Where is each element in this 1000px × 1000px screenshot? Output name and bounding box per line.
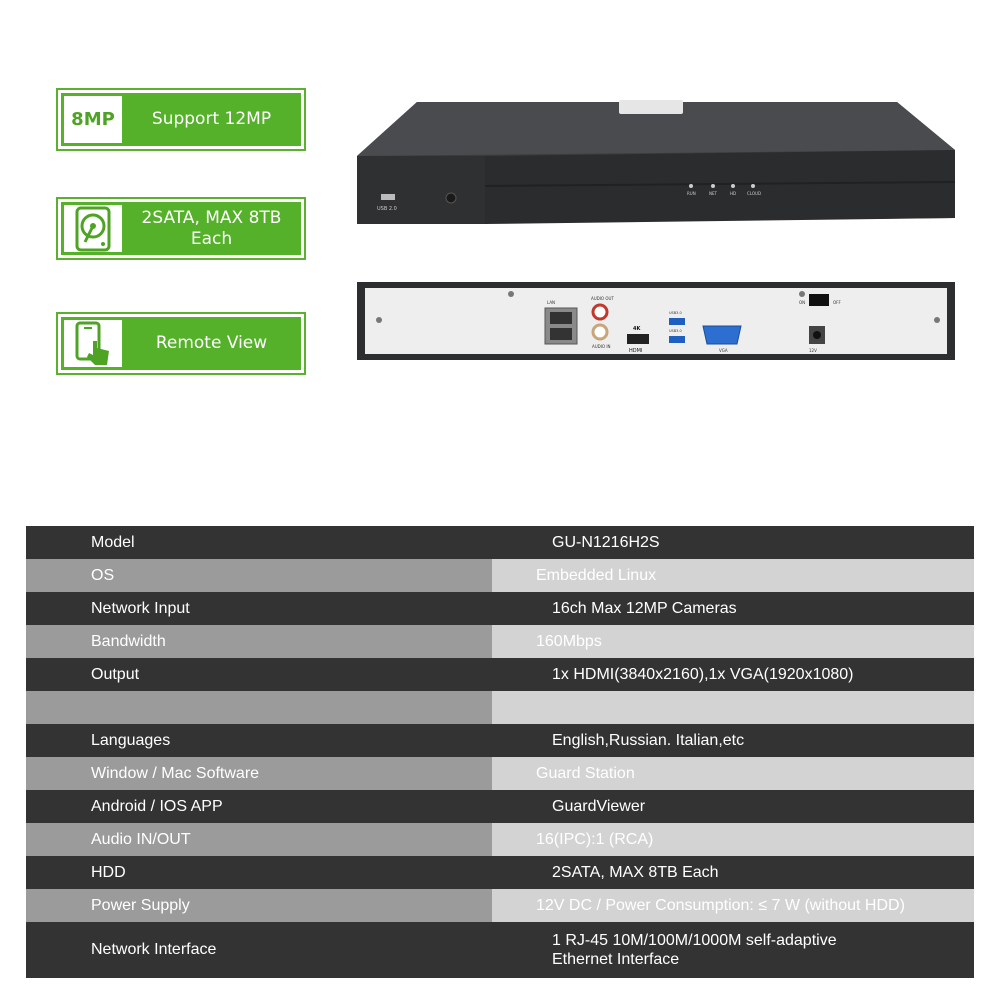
feature-badge-remote-view: Remote View bbox=[56, 312, 306, 375]
spec-row-hdd: HDD 2SATA, MAX 8TB Each bbox=[26, 856, 974, 889]
spec-row-audio: Audio IN/OUT 16(IPC):1 (RCA) bbox=[26, 823, 974, 856]
spec-row-bandwidth: Bandwidth 160Mbps bbox=[26, 625, 974, 658]
rear-audio-out-label: AUDIO OUT bbox=[591, 296, 614, 301]
spec-value: GU-N1216H2S bbox=[508, 526, 974, 559]
spec-value: 1 RJ-45 10M/100M/1000M self-adaptive Eth… bbox=[508, 922, 974, 978]
rear-vga-label: VGA bbox=[719, 348, 728, 353]
badge-label-line: 2SATA, MAX 8TB bbox=[141, 207, 282, 228]
front-led-label: CLOUD bbox=[747, 191, 761, 196]
rear-power-on-label: ON bbox=[799, 300, 805, 305]
rear-power-off-label: OFF bbox=[833, 300, 841, 305]
spec-label: Model bbox=[26, 526, 508, 559]
badge-label-line: Support 12MP bbox=[151, 109, 272, 129]
nvr-front-svg: USB 2.0 RUN NET HD CLOUD bbox=[357, 100, 956, 224]
badge-8mp-text: 8MP bbox=[71, 109, 115, 130]
badge-label-line: Remote View bbox=[155, 333, 268, 353]
feature-badge-hdd: 2SATA, MAX 8TB Each bbox=[56, 197, 306, 260]
rear-dc-label: 12V bbox=[809, 348, 817, 353]
badge-label: Support 12MP bbox=[122, 93, 301, 146]
phone-touch-icon bbox=[64, 320, 122, 367]
spec-row-mobile-app: Android / IOS APP GuardViewer bbox=[26, 790, 974, 823]
front-led-label: HD bbox=[730, 191, 736, 196]
spec-label: Window / Mac Software bbox=[26, 757, 492, 790]
spec-value: 2SATA, MAX 8TB Each bbox=[508, 856, 974, 889]
feature-badge-8mp: 8MP Support 12MP bbox=[56, 88, 306, 151]
spec-label: Languages bbox=[26, 724, 508, 757]
spec-value: 16ch Max 12MP Cameras bbox=[508, 592, 974, 625]
spec-label: Bandwidth bbox=[26, 625, 492, 658]
spec-table: Model GU-N1216H2S OS Embedded Linux Netw… bbox=[26, 526, 974, 978]
spec-value: Guard Station bbox=[492, 757, 974, 790]
spec-value: 160Mbps bbox=[492, 625, 974, 658]
spec-row-languages: Languages English,Russian. Italian,etc bbox=[26, 724, 974, 757]
spec-label: HDD bbox=[26, 856, 508, 889]
spec-value: 16(IPC):1 (RCA) bbox=[492, 823, 974, 856]
spec-label: Network Interface bbox=[26, 922, 508, 978]
spec-label: OS bbox=[26, 559, 492, 592]
spec-row-empty bbox=[26, 691, 974, 724]
spec-value-line: Ethernet Interface bbox=[552, 951, 680, 968]
front-led-label: RUN bbox=[687, 191, 696, 196]
nvr-rear-view: LAN AUDIO OUT AUDIO IN 4K HDMI USB3.0 US… bbox=[357, 282, 955, 365]
spec-value: 12V DC / Power Consumption: ≤ 7 W (witho… bbox=[492, 889, 974, 922]
spec-value: 1x HDMI(3840x2160),1x VGA(1920x1080) bbox=[508, 658, 974, 691]
front-usb-label: USB 2.0 bbox=[377, 206, 397, 212]
spec-row-os: OS Embedded Linux bbox=[26, 559, 974, 592]
hdd-icon bbox=[64, 205, 122, 252]
spec-row-network-interface: Network Interface 1 RJ-45 10M/100M/1000M… bbox=[26, 922, 974, 978]
badge-8mp-lead: 8MP bbox=[64, 96, 122, 143]
rear-4k-label: 4K bbox=[633, 326, 641, 332]
spec-row-network-input: Network Input 16ch Max 12MP Cameras bbox=[26, 592, 974, 625]
spec-value: Embedded Linux bbox=[492, 559, 974, 592]
badge-label-line: Each bbox=[190, 228, 233, 249]
spec-row-model: Model GU-N1216H2S bbox=[26, 526, 974, 559]
spec-value bbox=[492, 691, 974, 724]
hdd-icon-svg bbox=[75, 206, 111, 251]
spec-row-pc-software: Window / Mac Software Guard Station bbox=[26, 757, 974, 790]
spec-value-line: 1 RJ-45 10M/100M/1000M self-adaptive bbox=[552, 932, 837, 949]
rear-usb-label: USB3.0 bbox=[669, 311, 682, 315]
rear-hdmi-label: HDMI bbox=[629, 348, 642, 354]
spec-label: Android / IOS APP bbox=[26, 790, 508, 823]
spec-label: Power Supply bbox=[26, 889, 492, 922]
badge-label: Remote View bbox=[122, 317, 301, 370]
front-led-label: NET bbox=[709, 191, 718, 196]
rear-usb-label: USB3.0 bbox=[669, 329, 682, 333]
badge-label: 2SATA, MAX 8TB Each bbox=[122, 202, 301, 255]
spec-label: Output bbox=[26, 658, 508, 691]
rear-audio-in-label: AUDIO IN bbox=[592, 344, 611, 349]
phone-touch-icon-svg bbox=[75, 321, 109, 365]
spec-row-power: Power Supply 12V DC / Power Consumption:… bbox=[26, 889, 974, 922]
rear-lan-label: LAN bbox=[547, 300, 555, 305]
spec-label: Audio IN/OUT bbox=[26, 823, 492, 856]
spec-value: English,Russian. Italian,etc bbox=[508, 724, 974, 757]
nvr-rear-svg: LAN AUDIO OUT AUDIO IN 4K HDMI USB3.0 US… bbox=[357, 282, 955, 360]
spec-value: GuardViewer bbox=[508, 790, 974, 823]
spec-label bbox=[26, 691, 492, 724]
spec-row-output: Output 1x HDMI(3840x2160),1x VGA(1920x10… bbox=[26, 658, 974, 691]
spec-label: Network Input bbox=[26, 592, 508, 625]
nvr-front-view: USB 2.0 RUN NET HD CLOUD bbox=[357, 98, 956, 231]
